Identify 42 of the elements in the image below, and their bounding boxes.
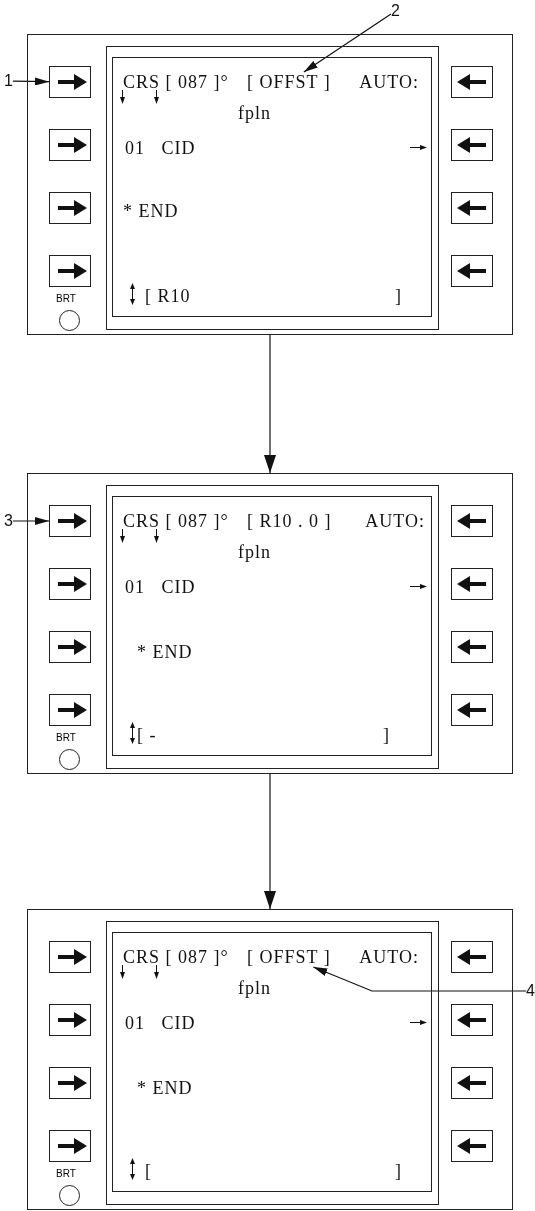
leader-line <box>12 77 50 86</box>
screen-text: ] <box>395 286 402 306</box>
leader-line <box>312 966 527 992</box>
leader-line <box>12 517 50 525</box>
field-text: [ OFFST ] <box>247 947 331 967</box>
screen-text: CRS [ 087 ]° <box>123 947 229 967</box>
screen-text: fpln <box>238 103 271 123</box>
screen-text: * END <box>137 642 193 662</box>
screen-text: 01 CID <box>125 138 196 158</box>
screen-text: * END <box>123 201 179 221</box>
knob-label: BRT <box>56 293 76 304</box>
screen-text: ] <box>395 1161 402 1181</box>
line-select-key <box>49 66 91 98</box>
line-select-key <box>49 505 91 537</box>
screen-text: fpln <box>238 542 271 562</box>
leader-line <box>303 13 392 73</box>
screen-text: [ R10 <box>145 286 191 306</box>
screen-text: * END <box>137 1078 193 1098</box>
callout-number: 4 <box>526 982 535 1000</box>
screen-text: AUTO: <box>365 511 425 531</box>
knob-label: BRT <box>56 1168 76 1179</box>
screen-text: fpln <box>238 978 271 998</box>
control-panel <box>27 34 513 335</box>
screen-text: 01 CID <box>125 577 196 597</box>
screen-text: CRS [ 087 ]° <box>123 72 229 92</box>
screen-text: CRS [ 087 ]° <box>123 511 229 531</box>
control-panel <box>27 909 513 1210</box>
screen-text: [ <box>145 1161 152 1181</box>
flow-arrow <box>264 334 276 474</box>
screen-text: 01 CID <box>125 1013 196 1033</box>
screen-text: [ - <box>137 725 157 745</box>
callout-number: 3 <box>4 512 13 530</box>
knob-label: BRT <box>56 732 76 743</box>
field-text: [ OFFST ] <box>247 72 331 92</box>
control-panel <box>27 473 513 774</box>
callout-number: 1 <box>4 72 13 90</box>
flow-arrow <box>264 773 276 910</box>
screen-text: ] <box>383 725 390 745</box>
callout-number: 2 <box>391 2 400 20</box>
screen-text: AUTO: <box>359 72 419 92</box>
screen-text: [ R10 . 0 ] <box>247 511 332 531</box>
screen-text: AUTO: <box>359 947 419 967</box>
